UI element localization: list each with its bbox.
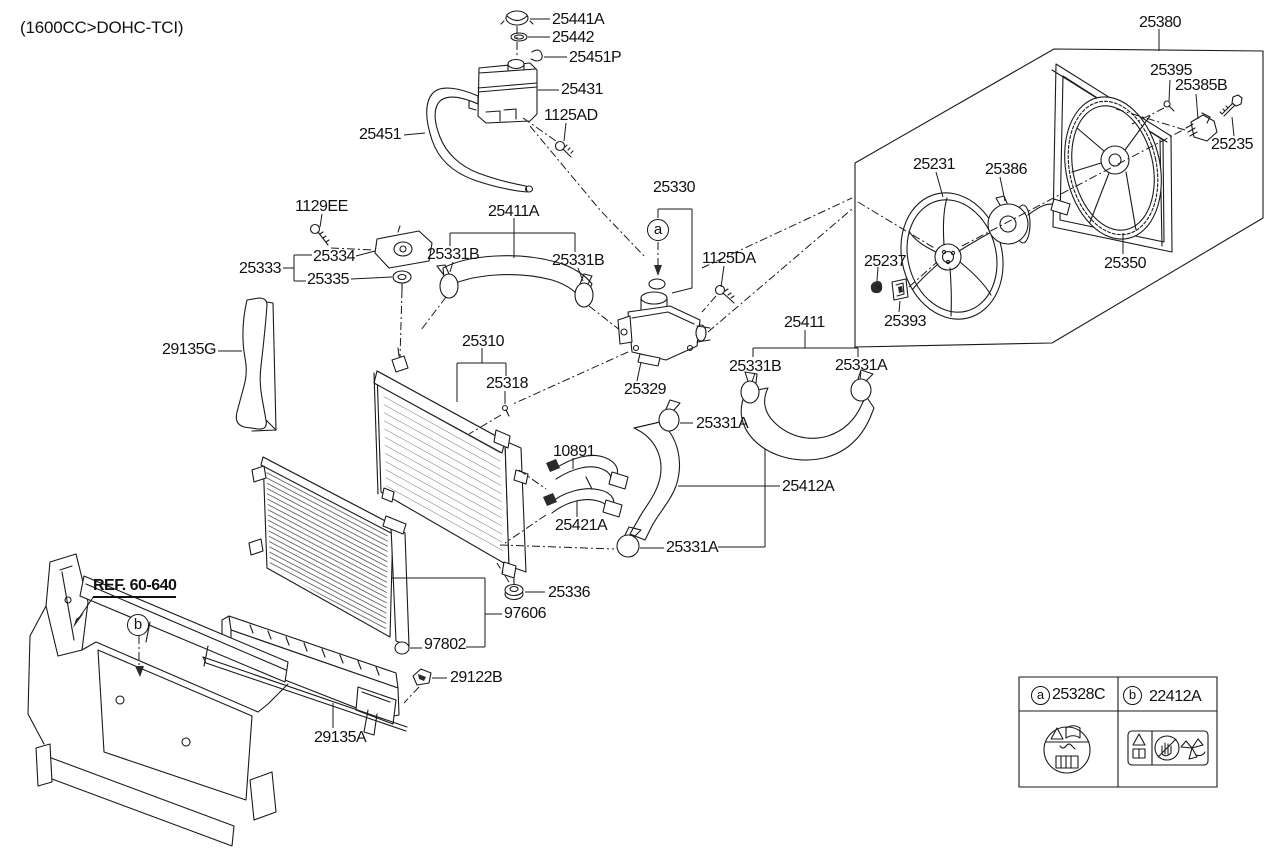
part-label-25231: 25231 [913, 156, 956, 173]
clamp-25331b-left-icon [436, 264, 459, 299]
fan-shroud-icon [1051, 63, 1173, 253]
upper-hose-drawing [420, 218, 635, 342]
part-label-10891: 10891 [553, 443, 596, 460]
part-label-25335: 25335 [307, 271, 350, 288]
clip-25393-icon [891, 278, 909, 301]
part-label-25237: 25237 [864, 253, 907, 270]
mid-hose-drawing [740, 330, 875, 461]
callout-b: b [127, 614, 149, 636]
filler-cap-icon [648, 278, 666, 290]
part-label-1125da: 1125DA [702, 250, 756, 267]
part-label-29135a: 29135A [314, 729, 367, 746]
fan-motor-icon [987, 195, 1071, 245]
fan-assembly-drawing [854, 29, 1264, 348]
screw-25318-icon [501, 404, 510, 417]
clamp-25331b-mid-icon [740, 371, 760, 404]
part-label-25385b: 25385B [1175, 77, 1228, 94]
part-label-29122b: 29122B [450, 669, 503, 686]
thermostat-housing-icon [627, 305, 701, 361]
part-label-1125ad: 1125AD [544, 107, 598, 124]
callout-a: a [647, 219, 669, 241]
part-label-25334: 25334 [313, 248, 356, 265]
part-label-25331b-3: 25331B [729, 358, 782, 375]
part-label-25421a: 25421A [555, 517, 608, 534]
diagram-title: (1600CC>DOHC-TCI) [20, 18, 184, 37]
grommet-25335-icon [392, 270, 412, 284]
air-guard-lower-drawing [202, 615, 447, 736]
bolt-1125da-icon [714, 284, 735, 304]
filler-neck-drawing [512, 197, 853, 405]
part-label-25318: 25318 [486, 375, 529, 392]
part-label-25380: 25380 [1139, 14, 1182, 31]
part-label-25331b-1: 25331B [427, 246, 480, 263]
part-label-25330: 25330 [653, 179, 696, 196]
clamp-25331b-right-icon [574, 273, 594, 308]
part-label-97606: 97606 [504, 605, 547, 622]
screw-25395-icon [1163, 100, 1175, 112]
part-label-25310: 25310 [462, 333, 505, 350]
part-label-25395: 25395 [1150, 62, 1193, 79]
legend-callout-a: a [1031, 686, 1050, 705]
clip-29122b-icon [412, 668, 432, 686]
legend-table [1018, 676, 1218, 788]
part-label-97802: 97802 [424, 636, 467, 653]
part-label-25336: 25336 [548, 584, 591, 601]
part-label-25431: 25431 [561, 81, 604, 98]
part-label-25393: 25393 [884, 313, 927, 330]
receiver-drier-97802-icon [382, 515, 410, 655]
drain-plug-25336-icon [504, 578, 524, 601]
hose-clip-icon [530, 49, 543, 62]
part-label-25412a: 25412A [782, 478, 835, 495]
part-label-25350: 25350 [1104, 255, 1147, 272]
air-guard-left-drawing [218, 297, 277, 432]
part-label-25442: 25442 [552, 29, 595, 46]
part-label-25331b-2: 25331B [552, 252, 605, 269]
clamp-25331a-top-icon [658, 399, 681, 432]
clip-25237-icon [870, 281, 883, 294]
part-label-25235: 25235 [1211, 136, 1254, 153]
reservoir-cap-icon [505, 10, 529, 26]
legend-callout-b: b [1123, 686, 1142, 705]
part-label-25386: 25386 [985, 161, 1028, 178]
reservoir-bracket-drawing [283, 213, 433, 359]
condenser-drawing [248, 456, 502, 655]
part-label-25451p: 25451P [569, 49, 622, 66]
oil-cooler-hoses-drawing [504, 454, 629, 544]
lower-hose-drawing [616, 399, 780, 558]
part-label-25331a-1: 25331A [835, 357, 888, 374]
ref-note: REF. 60-640 [93, 577, 177, 598]
bolt-1129ee-icon [309, 223, 330, 246]
part-label-25331a-3: 25331A [666, 539, 719, 556]
part-label-29135g: 29135G [162, 341, 216, 358]
bolt-25235-icon [1219, 94, 1243, 117]
legend-code-b: 22412A [1149, 688, 1202, 705]
fan-blade-icon [900, 192, 1004, 320]
clamp-25331a-bottom-icon [616, 526, 642, 558]
part-label-25329: 25329 [624, 381, 667, 398]
legend-code-a: 25328C [1052, 686, 1106, 703]
part-label-25411a: 25411A [488, 203, 539, 220]
coolant-reservoir-drawing [403, 10, 647, 259]
part-label-25441a: 25441A [552, 11, 605, 28]
part-label-1129ee: 1129EE [295, 198, 348, 215]
part-label-25411: 25411 [784, 314, 825, 331]
part-label-25331a-2: 25331A [696, 415, 749, 432]
part-label-25451: 25451 [359, 126, 402, 143]
caution-label-b-icon [1127, 730, 1209, 766]
resistor-25385b-icon [1185, 112, 1218, 142]
part-label-25333: 25333 [239, 260, 282, 277]
caution-label-a-icon [1043, 725, 1091, 774]
clamp-25331a-mid-icon [850, 369, 874, 402]
bolt-1125ad-icon [554, 140, 574, 158]
front-end-module-drawing [27, 553, 289, 847]
